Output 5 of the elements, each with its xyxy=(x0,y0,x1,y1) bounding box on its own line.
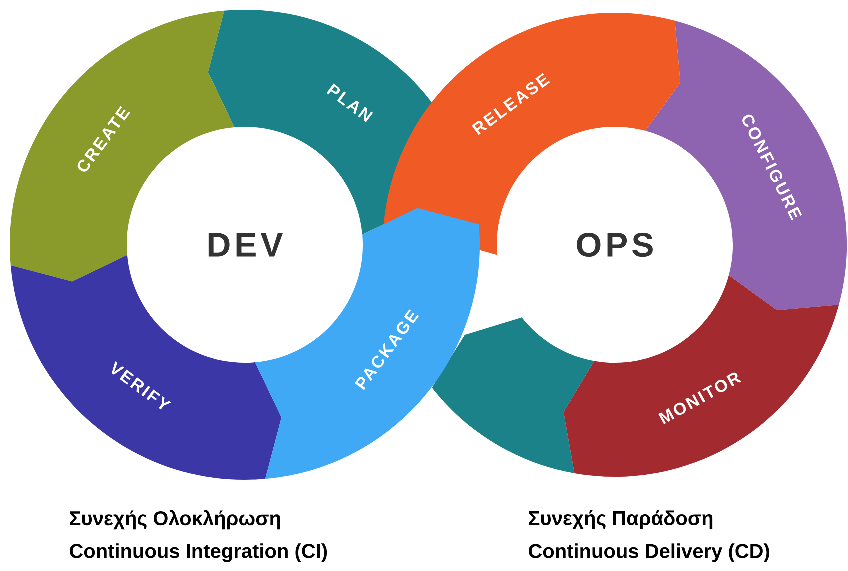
arrow-segment xyxy=(432,318,595,474)
caption-text: Συνεχής Ολοκλήρωση xyxy=(70,510,280,530)
caption-text: Continuous Delivery (CD) xyxy=(529,544,770,562)
caption-text: Continuous Integration (CI) xyxy=(70,544,328,562)
caption-text: Συνεχής Παράδοση xyxy=(529,510,713,530)
